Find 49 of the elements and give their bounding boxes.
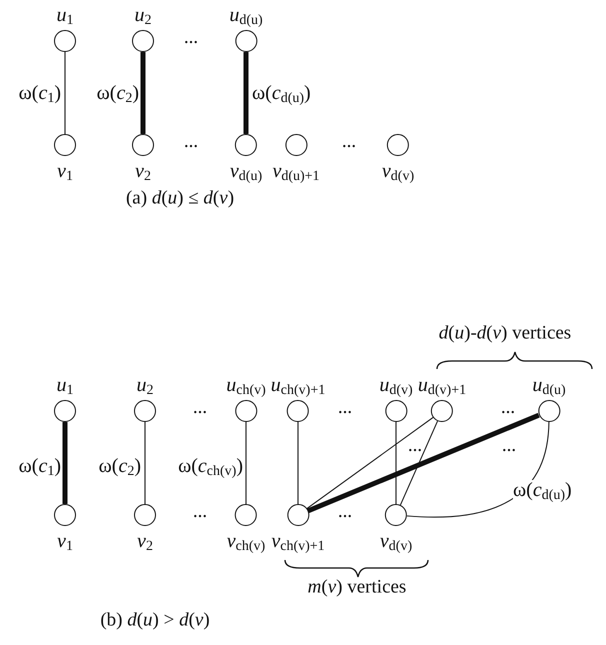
vertex-label: u$_{1}$ xyxy=(56,375,74,395)
vertex-label: v$_{2}$ xyxy=(137,531,153,551)
ellipsis: … xyxy=(338,403,352,417)
graph-edge xyxy=(62,422,68,504)
ellipsis: … xyxy=(184,137,198,151)
ellipsis: … xyxy=(184,33,198,47)
graph-edge xyxy=(140,52,146,134)
ellipsis: … xyxy=(501,403,515,417)
ellipsis: … xyxy=(408,441,422,455)
vertex-label: u$_{d(u)}$ xyxy=(532,375,566,395)
vertex-label: u$_{ch(v)}$ xyxy=(226,375,266,395)
graph-edge xyxy=(144,422,146,504)
edge-label: ω(c$_{2}$) xyxy=(98,456,141,476)
vertex-label: u$_{d(v)+1}$ xyxy=(418,375,466,395)
vertex-label: v$_{d(u)+1}$ xyxy=(272,161,320,181)
ellipsis: … xyxy=(193,507,207,521)
vertex-label: v$_{d(v)}$ xyxy=(382,161,414,181)
brace-label: m(v) vertices xyxy=(308,578,406,596)
vertex-label: v$_{ch(v)+1}$ xyxy=(271,531,325,551)
edge-label: ω(c$_{1}$) xyxy=(18,83,61,103)
graph-edge xyxy=(306,416,434,510)
edge-label: ω(c$_{d(u)}$) xyxy=(513,480,572,500)
ellipsis: … xyxy=(342,137,356,151)
vertex-label: v$_{d(v)}$ xyxy=(380,531,412,551)
vertex-label: v$_{d(u)}$ xyxy=(230,161,262,181)
edge-label: ω(c$_{ch(v)}$) xyxy=(178,456,243,476)
edge-label: ω(c$_{1}$) xyxy=(18,456,61,476)
subfigure-caption: (b) d(u) > d(v) xyxy=(100,610,210,630)
vertex-label: v$_{1}$ xyxy=(57,161,73,181)
vertex-label: u$_{2}$ xyxy=(136,375,154,395)
vertex-label: v$_{1}$ xyxy=(57,531,73,551)
vertex-label: v$_{2}$ xyxy=(135,161,151,181)
ellipsis: … xyxy=(338,507,352,521)
ellipsis: … xyxy=(193,403,207,417)
vertex-label: v$_{ch(v)}$ xyxy=(226,531,266,551)
edge-label: ω(c$_{2}$) xyxy=(96,83,139,103)
edge-label: ω(c$_{d(u)}$) xyxy=(252,83,311,103)
ellipsis: … xyxy=(502,441,516,455)
vertex-label: u$_{d(v)}$ xyxy=(379,375,413,395)
brace-label: d(u)-d(v) vertices xyxy=(438,324,572,342)
subfigure-caption: (a) d(u) ≤ d(v) xyxy=(126,188,234,208)
vertex-label: u$_{d(u)}$ xyxy=(229,5,263,25)
graph-edge xyxy=(244,52,248,134)
vertex-label: u$_{2}$ xyxy=(134,5,152,25)
vertex-label: u$_{1}$ xyxy=(56,5,74,25)
graph-edge xyxy=(307,412,540,514)
graph-edge xyxy=(400,420,438,506)
graph-edge xyxy=(64,52,66,134)
vertex-label: u$_{ch(v)+1}$ xyxy=(270,375,326,395)
